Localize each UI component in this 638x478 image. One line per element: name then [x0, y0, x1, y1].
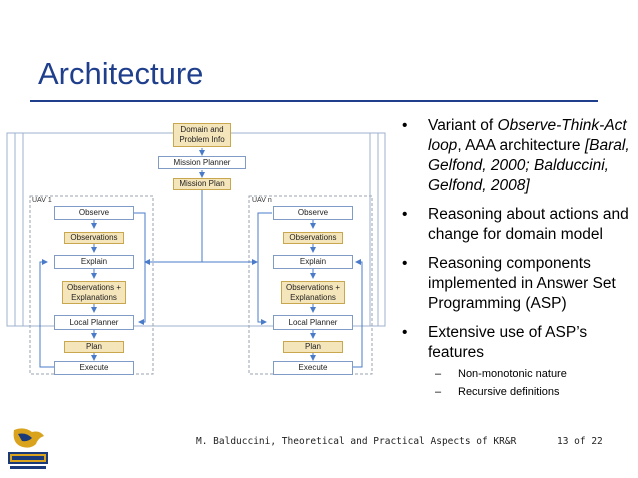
slide-title: Architecture	[38, 56, 204, 91]
sub-bullet-text: Non-monotonic nature	[458, 368, 567, 380]
uav-n-label: UAV n	[252, 197, 272, 204]
uav-n-explain: Explain	[273, 255, 353, 269]
uav-1-observations: Observations	[64, 232, 124, 244]
page-number: 13 of 22	[557, 436, 603, 447]
bullet-asp-features: • Extensive use of ASP’s features	[402, 323, 634, 363]
uav-1-local-planner: Local Planner	[54, 315, 134, 330]
bullet-emphasis: Observe-Think-Act loop	[428, 117, 627, 154]
drexel-logo	[6, 426, 50, 472]
bullet-dot: •	[402, 255, 408, 272]
bullet-reasoning: • Reasoning about actions and change for…	[402, 205, 634, 245]
bullet-variant: • Variant of Observe-Think-Act loop, AAA…	[402, 116, 634, 196]
bullet-dot: •	[402, 117, 408, 134]
bullet-text: Reasoning about actions and change for d…	[428, 206, 629, 243]
domain-info-node: Domain and Problem Info	[173, 123, 231, 147]
uav-n-observations: Observations	[283, 232, 343, 244]
mission-planner-node: Mission Planner	[158, 156, 246, 169]
sub-bullet-recursive: – Recursive definitions	[402, 383, 634, 401]
uav-1-plan: Plan	[64, 341, 124, 353]
uav-n-execute: Execute	[273, 361, 353, 375]
bullet-list: • Variant of Observe-Think-Act loop, AAA…	[402, 116, 634, 401]
uav-1-obs-expl: Observations + Explanations	[62, 281, 126, 304]
uav-n-observe: Observe	[273, 206, 353, 220]
uav-1-execute: Execute	[54, 361, 134, 375]
sub-bullet-dash: –	[435, 368, 442, 380]
uav-1-observe: Observe	[54, 206, 134, 220]
bullet-text: Reasoning components implemented in Answ…	[428, 255, 616, 312]
bullet-components: • Reasoning components implemented in An…	[402, 254, 634, 314]
bullet-text: , AAA architecture	[457, 137, 585, 154]
uav-n-plan: Plan	[283, 341, 343, 353]
mission-plan-node: Mission Plan	[173, 178, 231, 190]
uav-1-explain: Explain	[54, 255, 134, 269]
footer-citation: M. Balduccini, Theoretical and Practical…	[196, 436, 517, 447]
bullet-text: Extensive use of ASP’s features	[428, 324, 588, 361]
uav-n-local-planner: Local Planner	[273, 315, 353, 330]
uav-1-label: UAV 1	[32, 197, 52, 204]
title-rule	[30, 100, 598, 102]
bullet-citation: [Baral, Gelfond, 2000; Balduccini, Gelfo…	[428, 137, 630, 194]
sub-bullet-text: Recursive definitions	[458, 386, 560, 398]
sub-bullet-nonmonotonic: – Non-monotonic nature	[402, 365, 634, 383]
bullet-dot: •	[402, 324, 408, 341]
uav-n-obs-expl: Observations + Explanations	[281, 281, 345, 304]
sub-bullet-dash: –	[435, 386, 442, 398]
bullet-text: Variant of	[428, 117, 498, 134]
bullet-dot: •	[402, 206, 408, 223]
drexel-dragon-icon	[6, 426, 50, 472]
